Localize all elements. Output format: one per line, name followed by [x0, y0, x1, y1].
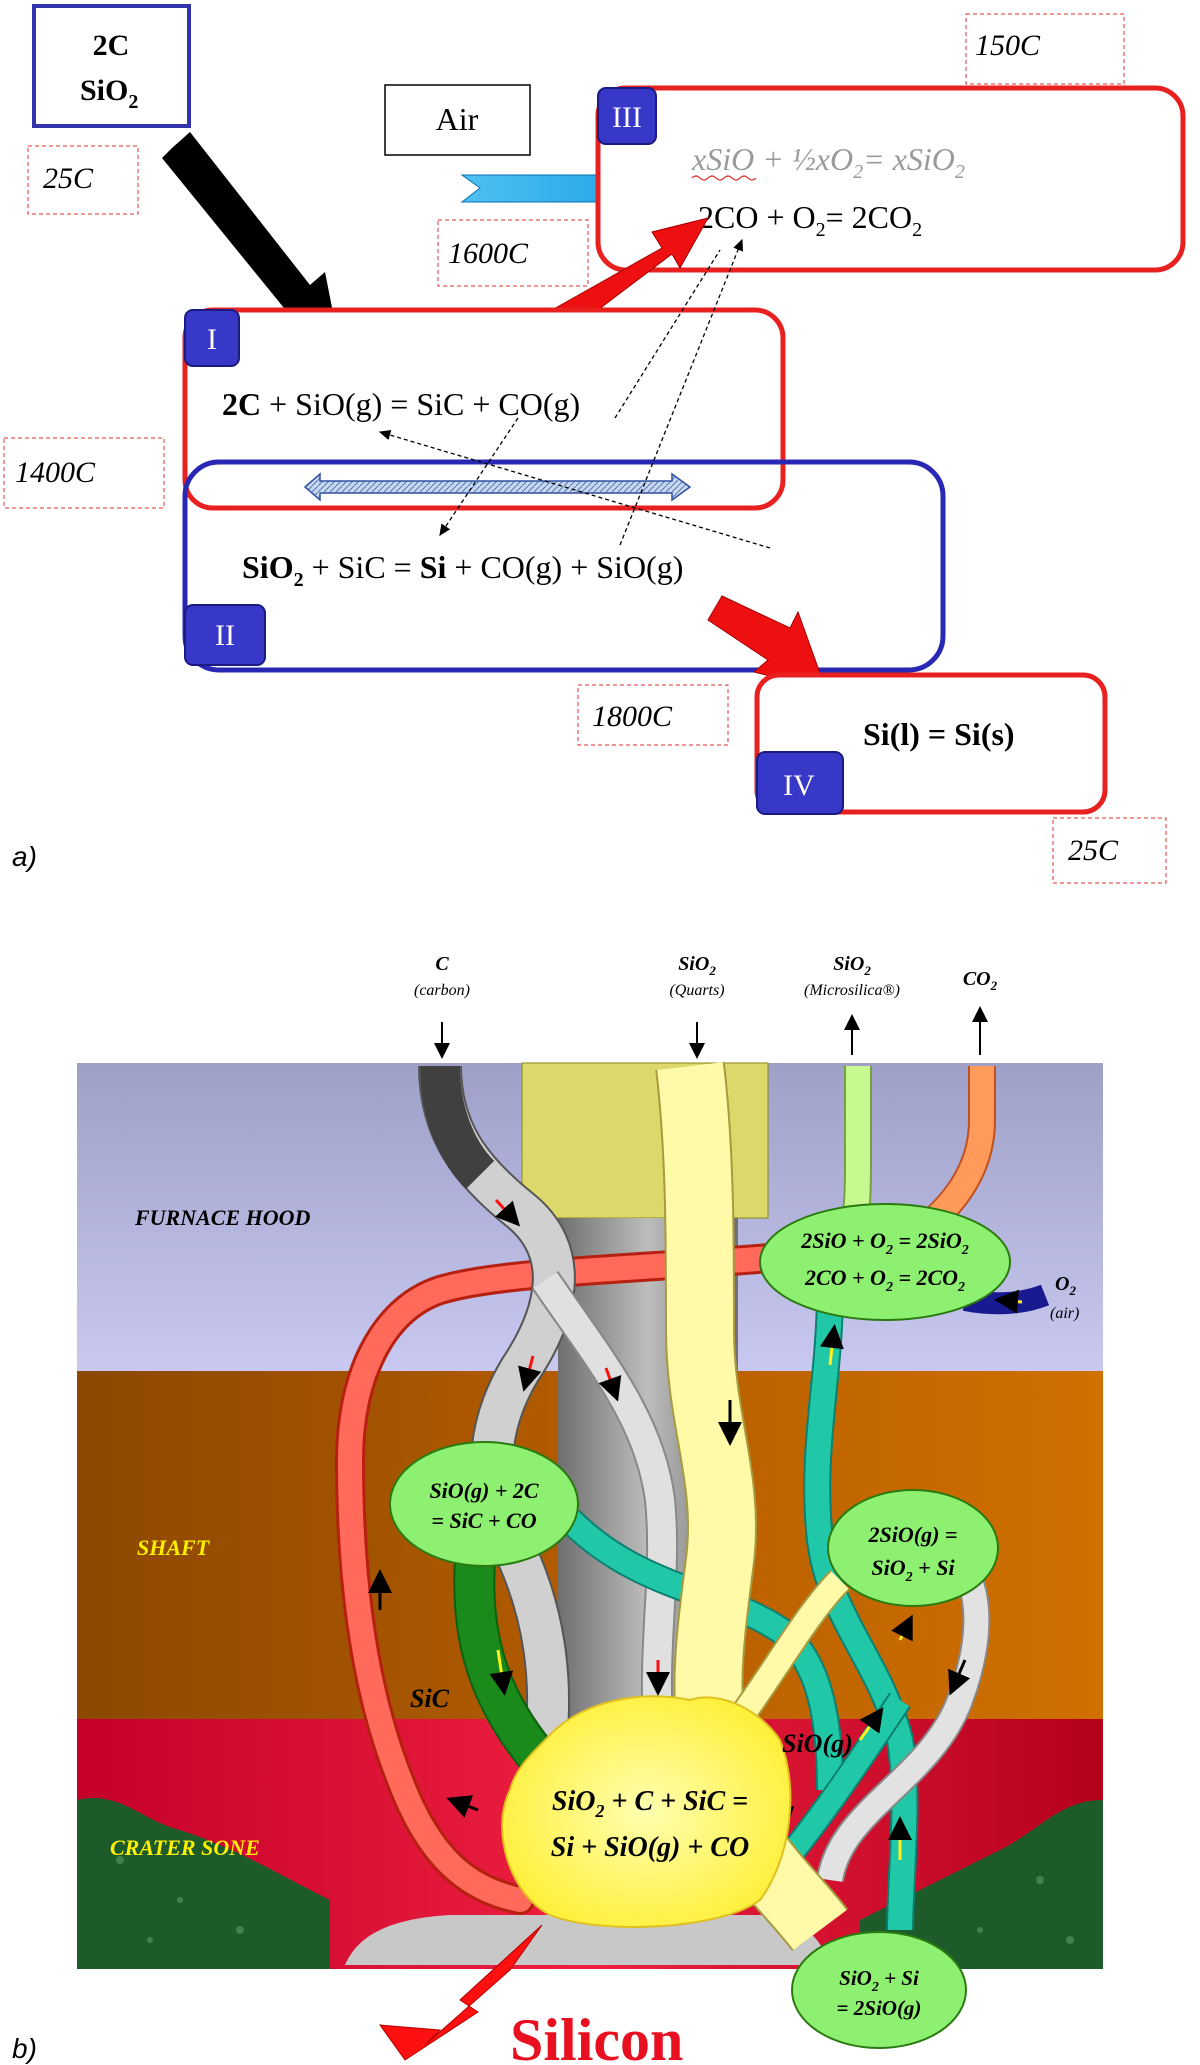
panel-a-label: a): [12, 841, 37, 872]
zone-crater: CRATER SONE: [110, 1835, 260, 1860]
zone-iv-label: IV: [783, 769, 815, 802]
top-label-co2: CO2: [963, 968, 998, 1055]
silicon-label: Silicon: [510, 2007, 683, 2065]
hearth: [345, 1915, 830, 1965]
svg-text:= SiC + CO: = SiC + CO: [431, 1508, 536, 1533]
svg-text:(Quarts): (Quarts): [669, 982, 724, 999]
air-label: Air: [436, 101, 479, 137]
zone-iii-label: III: [612, 101, 642, 134]
panel-b-label: b): [12, 2033, 37, 2064]
zone-i-eq: 2C + SiO(g) = SiC + CO(g): [222, 386, 580, 422]
reaction-right: 2SiO(g) = SiO2 + Si: [827, 1489, 999, 1607]
zone-iv-eq: Si(l) = Si(s): [863, 716, 1015, 752]
zone-iii-box: [595, 85, 1186, 273]
temp-label-input: 25C: [27, 145, 139, 215]
top-label-microsilica: SiO2 (Microsilica®): [804, 953, 900, 1055]
svg-text:25C: 25C: [43, 162, 94, 195]
silicon-arrow: [378, 1924, 543, 2061]
rock-left: [77, 1797, 330, 1969]
svg-text:2CO + O2 = 2CO2: 2CO + O2 = 2CO2: [804, 1265, 965, 1295]
svg-text:SiO(g) + 2C: SiO(g) + 2C: [429, 1478, 538, 1503]
zone-i-badge: [184, 309, 240, 367]
zone-furnace-hood: FURNACE HOOD: [134, 1205, 311, 1230]
dashed-arrow-co-to-iii: [619, 238, 743, 546]
svg-text:SiO2 + C + SiC =: SiO2 + C + SiC =: [552, 1786, 748, 1821]
svg-text:150C: 150C: [975, 29, 1041, 62]
input-box: [32, 4, 191, 128]
svg-text:SiO2: SiO2: [833, 953, 871, 978]
flow-teal1-band: [561, 1511, 842, 1791]
o2-label: O2: [1055, 1273, 1076, 1298]
zone-i-box: [182, 307, 786, 511]
svg-text:(Microsilica®): (Microsilica®): [804, 982, 900, 999]
crater-core: [501, 1695, 792, 1928]
reaction-top: 2SiO + O2 = 2SiO2 2CO + O2 = 2CO2: [759, 1203, 1011, 1321]
temp-label-output: 25C: [1052, 817, 1167, 884]
zone-iv-badge: [756, 751, 844, 815]
input-arrow: [162, 132, 340, 348]
dashed-arrow-co-i: [439, 417, 519, 537]
temp-label-top: 150C: [965, 13, 1125, 85]
svg-text:2SiO + O2 = 2SiO2: 2SiO + O2 = 2SiO2: [800, 1228, 968, 1258]
svg-text:SiO2: SiO2: [678, 953, 716, 978]
zone-ii-label: II: [215, 619, 235, 652]
temp-label-bottom: 1800C: [577, 684, 729, 746]
svg-text:1800C: 1800C: [592, 700, 673, 733]
reaction-center: SiO2 + C + SiC = Si + SiO(g) + CO: [551, 1786, 749, 1863]
svg-text:1400C: 1400C: [15, 456, 96, 489]
exchange-arrow: [303, 472, 692, 502]
input-sio2: SiO2: [80, 74, 138, 113]
air-box: [384, 84, 531, 156]
reaction-bottom: SiO2 + Si = 2SiO(g): [791, 1931, 967, 2049]
svg-text:SiO2 + Si: SiO2 + Si: [871, 1555, 955, 1585]
svg-text:Si + SiO(g) + CO: Si + SiO(g) + CO: [551, 1832, 749, 1863]
zone-ii-eq: SiO2 + SiC = Si + CO(g) + SiO(g): [242, 549, 683, 591]
zone-ii-box: [182, 459, 946, 673]
svg-text:2SiO(g) =: 2SiO(g) =: [868, 1522, 958, 1547]
temp-label-left: 1400C: [3, 437, 165, 509]
top-label-carbon: C (carbon): [414, 953, 470, 1059]
dashed-line-co-i: [614, 249, 721, 419]
siog-label: SiO(g): [782, 1729, 853, 1758]
input-2c: 2C: [93, 29, 130, 62]
svg-text:C: C: [435, 953, 449, 975]
zone-iii-eq1: xSiO + ½xO2= xSiO2: [691, 141, 965, 183]
svg-text:= 2SiO(g): = 2SiO(g): [837, 1996, 922, 2020]
sic-label: SiC: [410, 1684, 450, 1713]
flow-carbon-dark: [420, 1065, 495, 1190]
svg-text:25C: 25C: [1068, 834, 1119, 867]
svg-text:(carbon): (carbon): [414, 982, 470, 999]
panel-b: 2SiO + O2 = 2SiO2 2CO + O2 = 2CO2 SiO(g)…: [12, 953, 1103, 2065]
zone-i-label: I: [207, 323, 217, 356]
reaction-left: SiO(g) + 2C = SiC + CO: [389, 1441, 579, 1567]
zone-iii-badge: [597, 87, 657, 145]
flow-sic-band: [455, 1558, 555, 1773]
top-label-quartz: SiO2 (Quarts): [669, 953, 725, 1059]
rock-right: [860, 1800, 1103, 1969]
zone-ii-badge: [184, 604, 266, 666]
svg-text:1600C: 1600C: [448, 237, 529, 270]
svg-text:SiO2 + Si: SiO2 + Si: [839, 1966, 919, 1995]
svg-text:CO2: CO2: [963, 968, 998, 993]
spell-underline: [691, 175, 757, 181]
temp-label-mid: 1600C: [437, 219, 589, 287]
zone-shaft: SHAFT: [137, 1535, 211, 1560]
dashed-arrow-siog-to-i: [378, 429, 771, 549]
panel-a: 2C SiO2 25C 150C 1600C 1400C 1800C 25C: [3, 4, 1186, 884]
o2-air-label: (air): [1050, 1305, 1079, 1322]
zone-iii-eq2: 2CO + O2= 2CO2: [698, 199, 922, 241]
